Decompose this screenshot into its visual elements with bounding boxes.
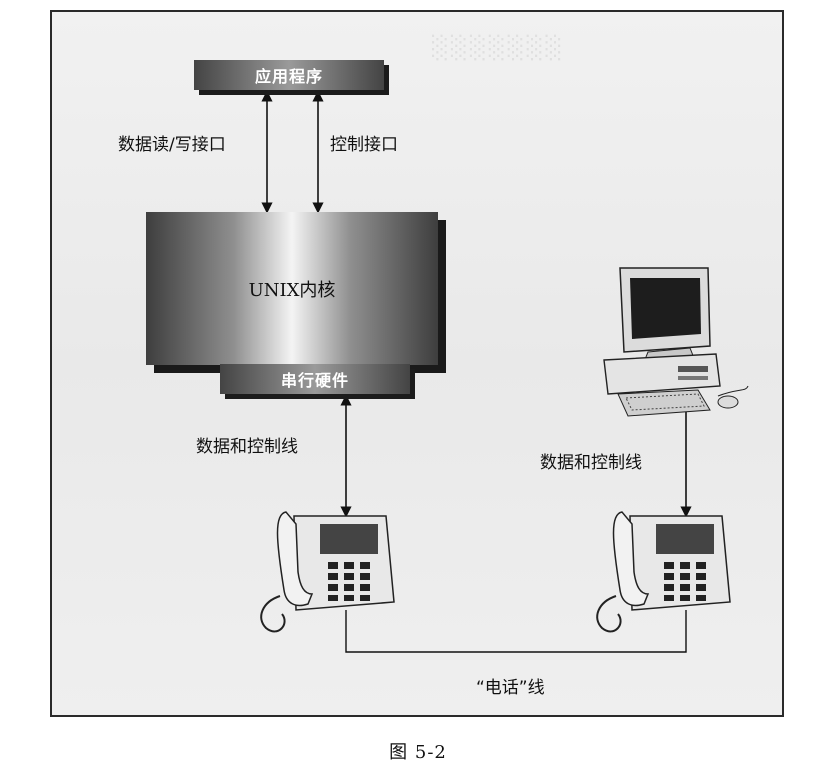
left-data-control-line-label: 数据和控制线 [196, 437, 298, 457]
data-rw-interface-label: 数据读/写接口 [118, 135, 226, 155]
figure-caption: 图 5-2 [389, 742, 447, 763]
telephone-icon [260, 511, 395, 633]
application-box: 应用程序 [194, 60, 384, 90]
computer-icon [603, 267, 749, 417]
right-data-control-line-label: 数据和控制线 [540, 453, 642, 473]
phone-line-label: “电话”线 [476, 678, 545, 698]
unix-kernel-box: UNIX内核 [146, 212, 438, 365]
phone-line [345, 610, 687, 653]
serial-hardware-box: 串行硬件 [220, 364, 410, 394]
control-interface-label: 控制接口 [330, 135, 398, 155]
telephone-icon [596, 511, 731, 633]
bleed-through-text: ░░░░░░░ [432, 36, 565, 61]
